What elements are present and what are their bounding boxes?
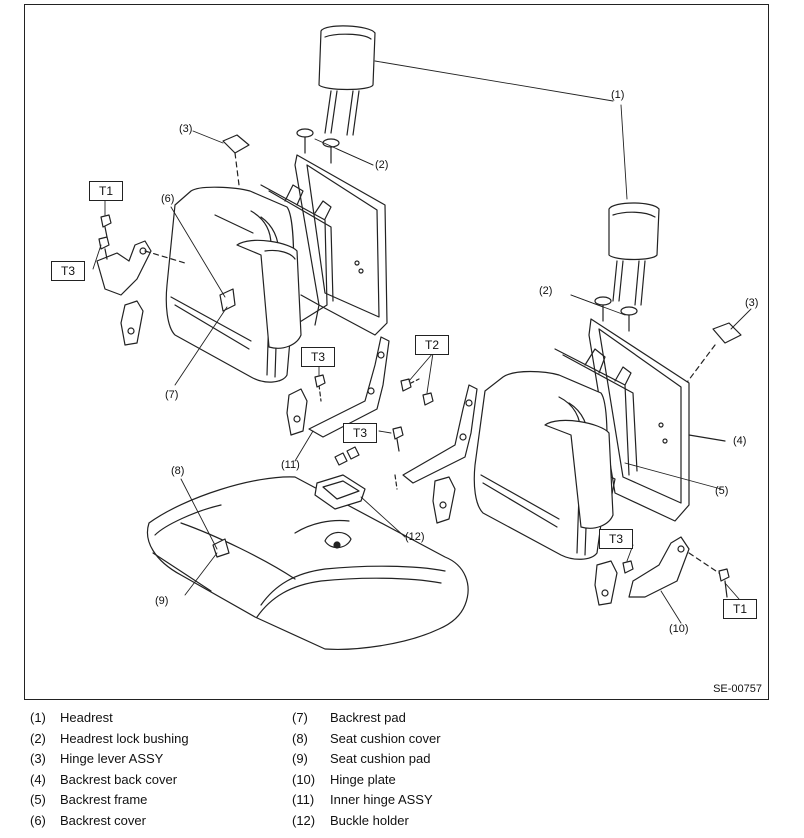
right-lock-bushings <box>595 297 637 331</box>
left-hinge-parts <box>97 241 185 345</box>
right-bolts <box>623 561 729 597</box>
right-backrest-pad <box>545 420 613 528</box>
callout-12: (12) <box>405 531 425 543</box>
callout-8: (8) <box>171 465 185 477</box>
callout-3-left: (3) <box>179 123 193 135</box>
torque-label-t3-center: T3 <box>343 423 377 443</box>
torque-label-t3-center-top: T3 <box>301 347 335 367</box>
left-backrest-cover <box>166 187 293 382</box>
seat-cushion <box>147 477 468 649</box>
legend-number: (6) <box>30 812 46 828</box>
callout-2-left: (2) <box>375 159 389 171</box>
legend-part-name: Backrest pad <box>330 710 406 725</box>
legend-part-name: Backrest frame <box>60 792 148 807</box>
left-backrest-back-cover <box>295 155 387 335</box>
right-backrest-frame <box>555 349 637 499</box>
callout-1: (1) <box>611 89 625 101</box>
exploded-view-diagram: (1) (2) (2) (3) (3) (4) (5) (6) (7) (8) … <box>24 4 769 700</box>
legend-part-name: Inner hinge ASSY <box>330 792 433 807</box>
callout-7: (7) <box>165 389 179 401</box>
torque-label-t2: T2 <box>415 335 449 355</box>
legend-part-name: Seat cushion cover <box>330 730 441 746</box>
callout-6: (6) <box>161 193 175 205</box>
legend-number: (8) <box>292 730 308 746</box>
torque-label-t3-right: T3 <box>599 529 633 549</box>
legend-part-name: Seat cushion pad <box>330 751 431 766</box>
legend-part-name: Headrest lock bushing <box>60 730 189 746</box>
callout-2-right: (2) <box>539 285 553 297</box>
legend-number: (2) <box>30 730 46 746</box>
callout-10: (10) <box>669 623 689 635</box>
legend-part-name: Hinge plate <box>330 771 396 787</box>
legend-part-name: Backrest cover <box>60 812 146 828</box>
left-lock-bushings <box>297 129 339 163</box>
callout-9: (9) <box>155 595 169 607</box>
legend-number: (3) <box>30 751 46 766</box>
torque-label-t3-left: T3 <box>51 261 85 281</box>
legend-number: (4) <box>30 771 46 787</box>
torque-label-t1-right: T1 <box>723 599 757 619</box>
left-backrest-frame <box>261 185 333 325</box>
legend-number: (1) <box>30 710 46 725</box>
buckle-holder <box>315 447 365 509</box>
right-hinge-plate <box>595 537 719 605</box>
rear-seat-drawing <box>25 5 770 701</box>
left-backrest-pad <box>237 240 301 348</box>
legend-number: (5) <box>30 792 46 807</box>
legend-number: (11) <box>292 792 315 807</box>
callout-11: (11) <box>281 459 300 471</box>
callout-5: (5) <box>715 485 729 497</box>
legend-number: (7) <box>292 710 308 725</box>
legend-number: (12) <box>292 812 316 828</box>
center-bolts <box>315 375 433 451</box>
legend-part-name: Buckle holder <box>330 812 409 828</box>
legend-part-name: Backrest back cover <box>60 771 178 787</box>
legend-part-name: Hinge lever ASSY <box>60 751 164 766</box>
legend-number: (10) <box>292 771 316 787</box>
right-backrest-back-cover <box>589 319 725 521</box>
right-headrest <box>609 203 659 305</box>
left-bolts <box>99 215 111 259</box>
right-hinge-lever <box>685 323 741 385</box>
callout-4: (4) <box>733 435 747 447</box>
left-headrest <box>319 26 375 135</box>
callout-3-right: (3) <box>745 297 759 309</box>
inner-hinge-assy <box>287 337 477 523</box>
torque-label-t1-left: T1 <box>89 181 123 201</box>
parts-legend: (1) Headrest (2) Headrest lock bushing (3) Hi… <box>30 710 790 835</box>
left-hinge-lever <box>223 135 249 185</box>
leader-lines <box>93 61 751 623</box>
figure-code: SE-00757 <box>713 683 762 695</box>
legend-part-name: Headrest <box>60 710 113 725</box>
legend-number: (9) <box>292 751 308 766</box>
